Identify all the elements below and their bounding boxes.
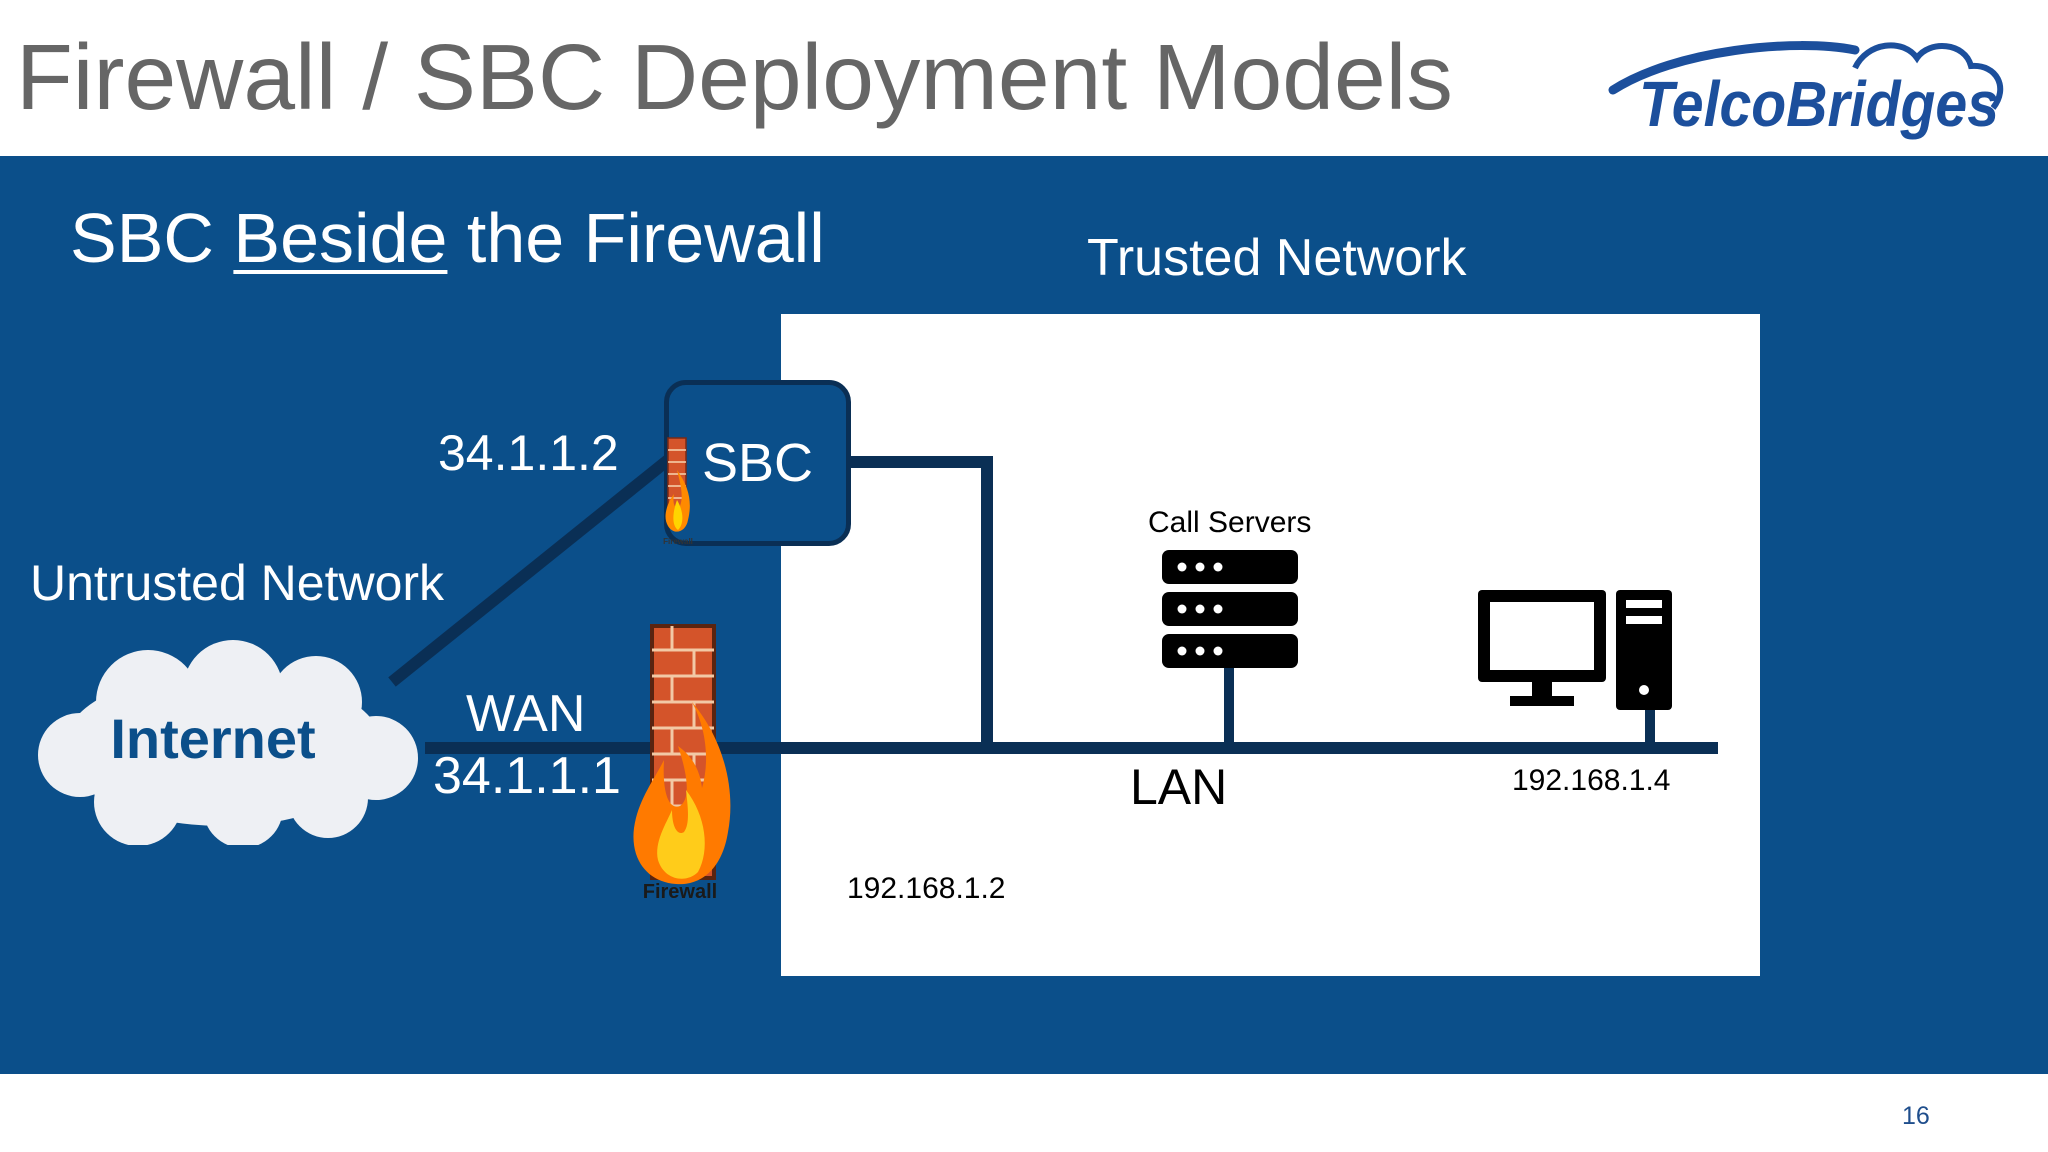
- untrusted-network-label: Untrusted Network: [30, 555, 445, 611]
- firewall-icon: Firewall: [633, 624, 731, 903]
- page-number: 16: [1902, 1102, 1930, 1130]
- workstation-icon: [1478, 590, 1672, 710]
- sbc-firewall-caption: Firewall: [663, 537, 693, 546]
- call-servers-label: Call Servers: [1148, 506, 1312, 539]
- call-server-icon: [1162, 550, 1298, 668]
- firewall-label: Firewall: [643, 881, 717, 903]
- sbc-device: [664, 380, 851, 546]
- sbc-lan-ip-label: 192.168.1.2: [847, 872, 1006, 905]
- lan-label: LAN: [1130, 759, 1228, 815]
- slide-subtitle: SBC Beside the Firewall: [70, 199, 825, 277]
- internet-sbc-link: [388, 455, 672, 687]
- internet-label: Internet: [110, 707, 315, 770]
- sbc-lan-link: [850, 456, 993, 742]
- wan-label: WAN: [466, 685, 586, 743]
- slide-title: Firewall / SBC Deployment Models: [16, 25, 1453, 129]
- sbc-label: SBC: [702, 433, 814, 493]
- telcobridges-logo: TelcoBridges: [1608, 41, 2004, 140]
- sbc-ip-label: 34.1.1.2: [438, 425, 619, 481]
- internet-cloud-icon: Internet: [38, 640, 418, 845]
- wan-ip-label: 34.1.1.1: [433, 747, 621, 805]
- logo-text: TelcoBridges: [1639, 68, 1999, 140]
- sbc-firewall-icon: Firewall: [663, 437, 693, 546]
- workstation-ip-label: 192.168.1.4: [1512, 764, 1671, 797]
- trusted-network-label: Trusted Network: [1087, 229, 1467, 287]
